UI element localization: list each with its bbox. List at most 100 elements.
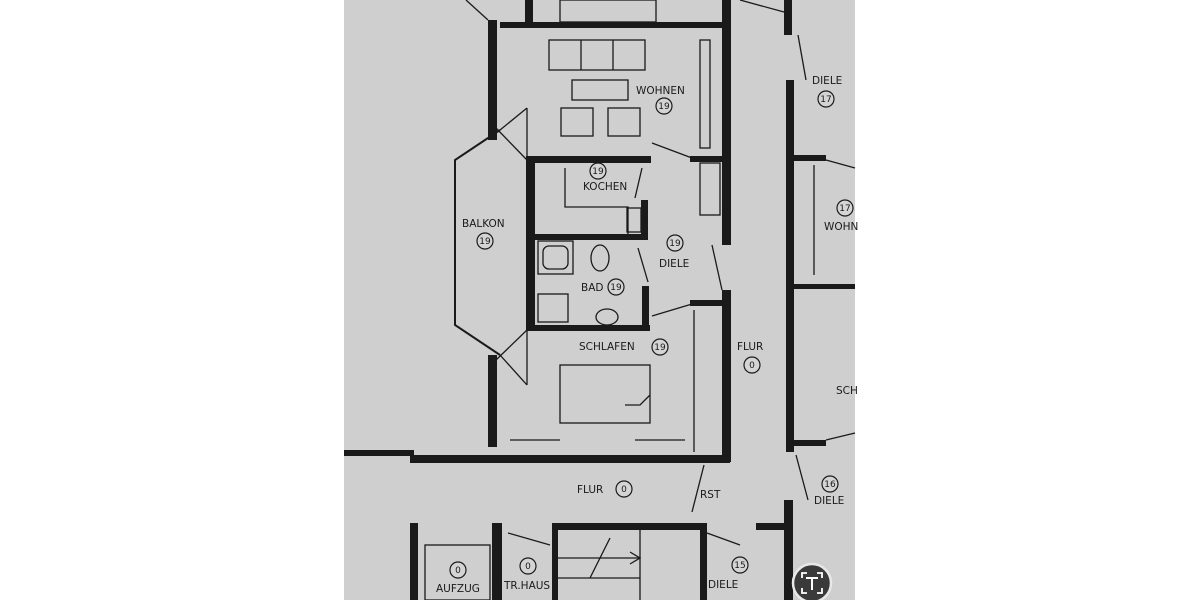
wall-kitchen-bath xyxy=(535,234,647,240)
wall-right-lower xyxy=(722,290,731,462)
wall-right-c xyxy=(794,440,826,446)
label-schlafen-right: SCH xyxy=(836,385,858,397)
wall-left-lower xyxy=(488,355,497,447)
wall-bath-right xyxy=(642,286,649,331)
door-wohnen xyxy=(651,142,693,159)
wall-bottom-row-6 xyxy=(784,500,793,600)
circle-trhaus xyxy=(519,557,537,575)
wall-core-left xyxy=(526,156,535,331)
shower xyxy=(537,293,569,323)
balcony-door-b xyxy=(495,329,528,361)
stair-arrow-shaft xyxy=(589,537,611,579)
toilet xyxy=(590,244,610,272)
circle-wohnen xyxy=(655,97,673,115)
wall-kitchen-top xyxy=(526,156,651,163)
label-trhaus: TR.HAUS xyxy=(503,580,550,592)
top-neighbor-furniture xyxy=(559,0,657,23)
diele17-pointer xyxy=(797,34,807,81)
num-wohnen: 19 xyxy=(658,102,670,112)
wall-top xyxy=(500,22,725,28)
circle-bad xyxy=(607,278,625,296)
wall-bottom-left xyxy=(344,450,414,456)
num-flur-right: 0 xyxy=(749,361,755,371)
num-balkon: 19 xyxy=(479,237,491,247)
wall-bottom-row-2 xyxy=(492,523,502,600)
kitchen-sink xyxy=(626,207,642,233)
num-schlafen: 19 xyxy=(654,343,666,353)
label-diele-17: DIELE xyxy=(812,75,842,87)
circle-schlafen xyxy=(651,338,669,356)
wall-bottom-row-1 xyxy=(410,523,418,600)
label-kochen: KOCHEN xyxy=(583,181,627,193)
circle-diele-16 xyxy=(821,475,839,493)
circle-diele-17 xyxy=(817,90,835,108)
wall-right-apartment xyxy=(786,80,794,452)
walls xyxy=(344,0,855,600)
kitchen-counter xyxy=(564,168,629,234)
balcony-line-c xyxy=(499,354,528,386)
label-diele-15: DIELE xyxy=(708,579,738,591)
wardrobe-wohnen xyxy=(699,39,711,149)
circle-flur-right xyxy=(743,356,761,374)
num-diele-16: 16 xyxy=(824,480,836,490)
diele15-pointer xyxy=(706,532,741,546)
wohnen17-door xyxy=(825,159,856,169)
room-labels: WOHNEN 19 19 KOCHEN BALKON 19 19 DIELE B… xyxy=(436,75,858,595)
bed xyxy=(559,364,651,424)
num-bad: 19 xyxy=(610,283,622,293)
top-left-line xyxy=(465,0,489,21)
circle-diele xyxy=(666,234,684,252)
wall-bottom-row-3 xyxy=(552,523,558,600)
bathtub xyxy=(537,240,574,275)
bed-pillow xyxy=(625,394,651,406)
wall-kitchen-right xyxy=(641,200,648,240)
door-entrance xyxy=(711,244,723,291)
wall-bottom-row-top xyxy=(552,523,707,530)
num-diele-15: 15 xyxy=(734,561,745,571)
label-bad: BAD xyxy=(581,282,603,294)
washbasin xyxy=(595,308,619,326)
label-flur-bottom: FLUR xyxy=(577,484,603,496)
wall-right-top xyxy=(784,0,792,35)
wall-right-a xyxy=(794,155,826,161)
label-balkon: BALKON xyxy=(462,218,505,230)
lift-box xyxy=(424,544,491,600)
top-right-line xyxy=(739,0,785,13)
num-kochen: 19 xyxy=(592,167,604,177)
balcony-outline xyxy=(454,129,501,356)
text-recognition-button[interactable] xyxy=(791,562,833,600)
schlafen-right-door xyxy=(825,432,856,441)
label-diele-16: DIELE xyxy=(814,495,844,507)
num-wohnen-17: 17 xyxy=(839,204,850,214)
wall-bottom xyxy=(410,455,730,463)
armchair-2 xyxy=(607,107,641,137)
circle-wohnen-17 xyxy=(836,199,854,217)
wall-diele-bottom xyxy=(690,300,723,306)
label-wohnen: WOHNEN xyxy=(636,85,685,97)
wall-top-stub xyxy=(525,0,533,22)
label-wohnen-17: WOHN xyxy=(824,221,858,233)
wall-bottom-row-4 xyxy=(700,523,707,600)
balcony-line-a xyxy=(499,107,528,131)
wall-diele-top xyxy=(690,156,723,162)
circle-kochen xyxy=(589,162,607,180)
trhaus-pointer xyxy=(507,532,551,546)
label-schlafen: SCHLAFEN xyxy=(579,341,635,353)
circle-aufzug xyxy=(449,561,467,579)
num-aufzug: 0 xyxy=(455,566,461,576)
balcony-door-a xyxy=(495,127,528,161)
diele16-pointer xyxy=(795,454,809,501)
door-schlafen xyxy=(651,303,693,317)
armchair-1 xyxy=(560,107,594,137)
num-diele-17: 17 xyxy=(820,95,831,105)
door-kitchen xyxy=(634,167,643,199)
sofa xyxy=(548,39,646,71)
circle-balkon xyxy=(476,232,494,250)
details xyxy=(424,0,856,600)
text-recognition-icon xyxy=(801,572,823,594)
label-rst: RST xyxy=(700,489,721,501)
wall-right-b xyxy=(794,284,855,289)
wall-left-upper xyxy=(488,20,497,140)
